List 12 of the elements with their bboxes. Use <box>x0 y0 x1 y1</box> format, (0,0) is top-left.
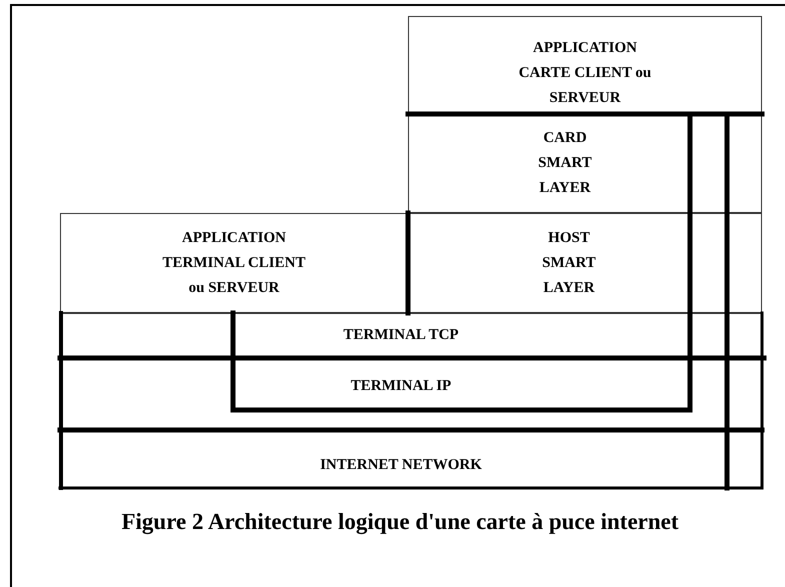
layer-label: CARD SMART LAYER <box>537 129 593 198</box>
layer-label: TERMINAL TCP <box>342 326 460 345</box>
layer-label: APPLICATION TERMINAL CLIENT ou SERVEUR <box>162 228 306 298</box>
layer-label: INTERNET NETWORK <box>319 456 483 474</box>
figure-caption: Figure 2 Architecture logique d'une carte à puce internet <box>120 508 680 536</box>
layer-box <box>60 213 408 313</box>
layer-box <box>408 114 762 213</box>
layer-box <box>408 16 762 114</box>
layer-label: APPLICATION CARTE CLIENT ou SERVEUR <box>518 38 652 108</box>
layer-label: HOST SMART LAYER <box>541 228 597 298</box>
layer-label: TERMINAL IP <box>350 376 452 396</box>
layer-box <box>408 213 762 313</box>
